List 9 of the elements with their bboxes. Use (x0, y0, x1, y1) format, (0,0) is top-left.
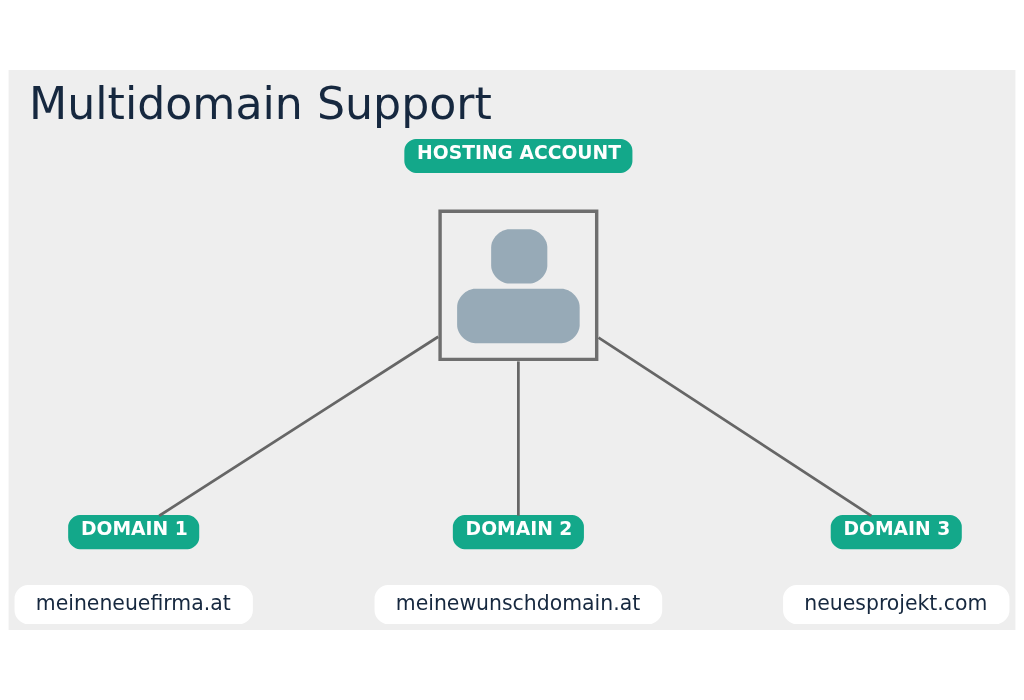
connector (597, 336, 873, 517)
node-box: DOMAIN 1 (68, 515, 200, 550)
diagram-title: Multidomain Support (29, 78, 492, 130)
node-box: HOSTING ACCOUNT (404, 138, 633, 173)
connector (517, 361, 520, 516)
node-picture (438, 209, 599, 362)
connector (158, 335, 439, 517)
node-box: DOMAIN 2 (452, 515, 584, 550)
node-box: DOMAIN 3 (830, 515, 962, 550)
